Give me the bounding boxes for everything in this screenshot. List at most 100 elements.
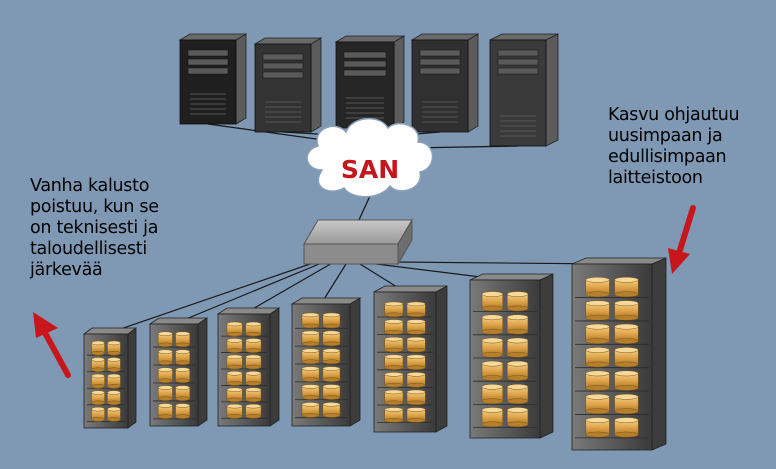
disk-bottom (158, 378, 173, 383)
disk-top (301, 402, 320, 407)
server-front (489, 39, 547, 147)
disk-bottom (481, 421, 503, 428)
disk-top (107, 357, 121, 362)
disk-icon (91, 373, 105, 389)
storage-rack-group (82, 257, 667, 451)
disk-icon (226, 403, 243, 419)
disk-icon (585, 276, 610, 298)
disk-bottom (226, 331, 243, 337)
drive-bay (262, 71, 304, 79)
disk-top (301, 384, 320, 389)
disk-icon (384, 389, 404, 406)
disk-icon (384, 372, 404, 388)
disk-bottom (301, 323, 320, 329)
disk-icon (158, 349, 173, 366)
disk-icon (507, 337, 529, 358)
disk-top (107, 373, 121, 379)
rack-top (373, 285, 448, 293)
rack-top (82, 327, 138, 335)
disk-top (322, 312, 341, 318)
server-icon (253, 37, 323, 133)
disk-top (614, 370, 639, 377)
disk-bottom (614, 385, 639, 391)
disk-top (614, 417, 639, 423)
disk-icon (245, 354, 262, 370)
drive-bay (419, 49, 461, 57)
disk-icon (585, 300, 610, 321)
disk-bottom (322, 377, 341, 382)
disk-bottom (322, 359, 341, 365)
disk-top (507, 360, 529, 367)
disk-bottom (507, 328, 529, 335)
drive-bay (497, 58, 539, 66)
disk-top (585, 347, 610, 353)
disk-icon (301, 348, 320, 365)
disk-bottom (107, 400, 121, 406)
arrow-icon (33, 312, 71, 378)
drive-bay (419, 67, 461, 75)
disk-icon (158, 385, 173, 401)
disk-top (585, 417, 610, 423)
drive-bay (187, 67, 229, 75)
disk-icon (481, 314, 503, 335)
disk-icon (481, 291, 503, 312)
disk-icon (301, 312, 320, 329)
rack-side (269, 307, 280, 427)
disk-bottom (322, 323, 341, 329)
drive-bay (343, 60, 387, 68)
note-line: on teknisesti ja (30, 218, 159, 238)
disk-icon (585, 347, 610, 368)
arrow-icon (668, 205, 696, 274)
disk-icon (384, 336, 404, 353)
disk-icon (91, 357, 105, 373)
disk-bottom (614, 431, 639, 438)
disk-icon (614, 370, 639, 391)
drive-bay (262, 53, 304, 61)
disk-top (301, 348, 320, 353)
disk-icon (107, 406, 121, 422)
server-top (410, 33, 480, 41)
disk-icon (406, 372, 426, 388)
disk-icon (481, 360, 503, 381)
drive-bay (187, 49, 229, 57)
disk-top (226, 371, 243, 376)
disk-bottom (226, 364, 243, 370)
disk-icon (614, 393, 639, 415)
disk-bottom (384, 418, 404, 423)
disk-top (384, 389, 404, 395)
disk-bottom (175, 414, 190, 419)
rack-front (571, 263, 653, 451)
note-line: edullisimpaan (608, 147, 727, 167)
disk-top (481, 360, 503, 367)
disk-icon (614, 417, 639, 438)
network-link (207, 123, 339, 143)
disk-icon (245, 338, 262, 353)
disk-top (481, 291, 503, 297)
disk-bottom (226, 348, 243, 353)
disk-icon (107, 357, 121, 373)
disk-bottom (107, 367, 121, 373)
disk-top (406, 336, 426, 342)
disk-top (322, 366, 341, 371)
disk-icon (322, 330, 341, 347)
rack-front (291, 303, 351, 427)
disk-icon (507, 407, 529, 428)
note-line: poistuu, kun se (30, 197, 159, 217)
disk-top (507, 383, 529, 390)
disk-bottom (507, 351, 529, 358)
disk-bottom (614, 291, 639, 298)
disk-icon (322, 366, 341, 382)
disk-top (226, 354, 243, 360)
server-side (310, 37, 322, 133)
disk-bottom (585, 431, 610, 438)
rack-front (149, 323, 199, 427)
disk-top (322, 384, 341, 389)
disk-top (614, 323, 639, 330)
disk-icon (245, 387, 262, 403)
disk-top (384, 407, 404, 412)
drive-bay (343, 69, 387, 77)
disk-bottom (585, 338, 610, 344)
disk-icon (507, 383, 529, 405)
drive-bay (497, 49, 539, 57)
